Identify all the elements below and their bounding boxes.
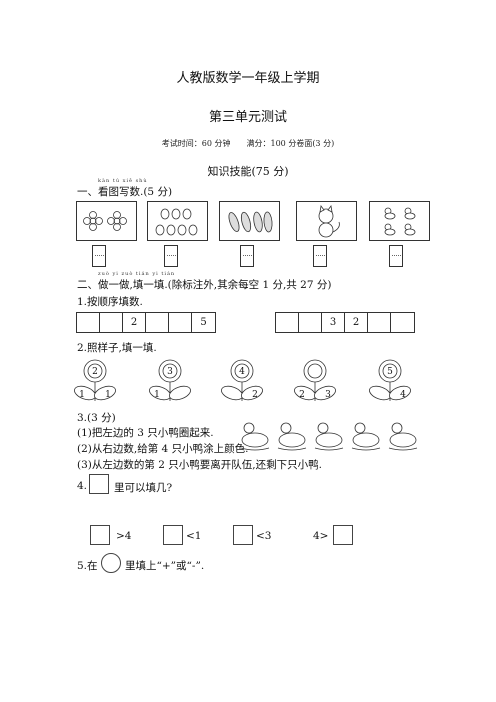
page-title: 人教版数学一年级上学期 [176,71,320,86]
sequence-cell: 2 [123,313,146,332]
sequence-cell[interactable] [146,313,169,332]
flower-right-number: 1 [105,390,111,400]
flower-left-number: 2 [299,390,305,400]
duckling-icon[interactable] [277,422,307,451]
q2-heading: 二、做一做,填一填.(除标注外,其余每空 1 分,共 27 分) [77,279,332,291]
sequence-cell[interactable] [77,313,100,332]
sequence-cell: 2 [345,313,368,332]
picture-box-cat [296,201,357,241]
q2-5-label: 5.在 [77,560,98,572]
answer-box[interactable] [164,245,178,267]
sequence-cell[interactable] [169,313,192,332]
sequence-cell[interactable] [368,313,391,332]
number-flowers: 2 1 1 3 1 4 2 2 3 5 4 [74,359,411,401]
ducks-icon [384,207,416,236]
sequence-cell[interactable] [299,313,322,332]
flower-top-number: 4 [239,367,245,377]
corn-icon [228,211,273,233]
sequence-cell: 5 [200,317,207,328]
q2-3-line: (1)把左边的 3 只小鸭圈起来. [77,427,214,439]
duckling-icon[interactable] [388,422,418,451]
answer-square[interactable] [163,525,183,545]
picture-box-flowers [76,201,137,241]
sequence-cell[interactable] [391,313,414,332]
answer-square[interactable] [90,525,110,545]
answer-box[interactable] [240,245,254,267]
sequence-cell: 3 [322,313,345,332]
duckling-icon[interactable] [314,422,344,451]
q2-5-text: 里填上“+”或“-”. [125,560,205,572]
q2-4-label: 4. [77,480,88,492]
blank-square-example [89,474,109,494]
q2-3-line: (2)从右边数,给第 4 只小鸭涂上颜色. [77,443,249,455]
q2-3-label: 3.(3 分) [77,412,116,424]
flower-top-number: 3 [167,367,173,377]
ducklings-row [240,422,418,451]
q2-2-label: 2.照样子,填一填. [77,342,157,354]
section-title: 知识技能(75 分) [207,165,289,178]
picture-box-corn [219,201,280,241]
duckling-icon[interactable] [351,422,381,451]
sequence-cell[interactable] [276,313,299,332]
answer-square[interactable] [333,525,353,545]
picture-box-ducks [369,201,430,241]
sequence-cell[interactable] [100,313,123,332]
duckling-icon[interactable] [240,422,270,451]
flower-left-number: 1 [154,390,160,400]
flower-left-number: 1 [79,390,85,400]
q2-1-label: 1.按顺序填数. [77,296,143,308]
blank-circle-example [101,553,121,573]
flower-right-number: 3 [325,390,331,400]
sequence-row-b: 3 2 [275,312,415,333]
inequality-text: 4> [313,530,329,542]
flower-top-number: 2 [92,367,98,377]
answer-box[interactable] [92,245,106,267]
q2-pinyin: zuò yi zuò tián yi tián [98,271,176,277]
flower-right-number: 4 [400,390,406,400]
answer-box[interactable] [389,245,403,267]
flower-top-number: 5 [387,367,393,377]
flowers-icon [83,211,127,231]
picture-box-peppers [147,201,208,241]
exam-meta: 考试时间：60 分钟 满分：100 分卷面(3 分) [161,139,335,148]
inequality-text: >4 [116,530,132,542]
inequality-text: <1 [186,530,202,542]
answer-square[interactable] [233,525,253,545]
flower-right-number: 2 [252,390,258,400]
peppers-icon [155,208,198,236]
cat-icon [318,205,340,238]
page-subtitle: 第三单元测试 [208,110,287,125]
inequality-text: <3 [256,530,272,542]
q1-pinyin: kàn tú xiě shù [98,178,148,184]
answer-box[interactable] [313,245,327,267]
q2-3-line: (3)从左边数的第 2 只小鸭要离开队伍,还剩下只小鸭. [77,459,322,471]
q2-4-text: 里可以填几? [114,482,173,494]
q1-heading: 一、看图写数.(5 分) [77,186,173,198]
sequence-row-a: 2 5 [76,312,216,333]
